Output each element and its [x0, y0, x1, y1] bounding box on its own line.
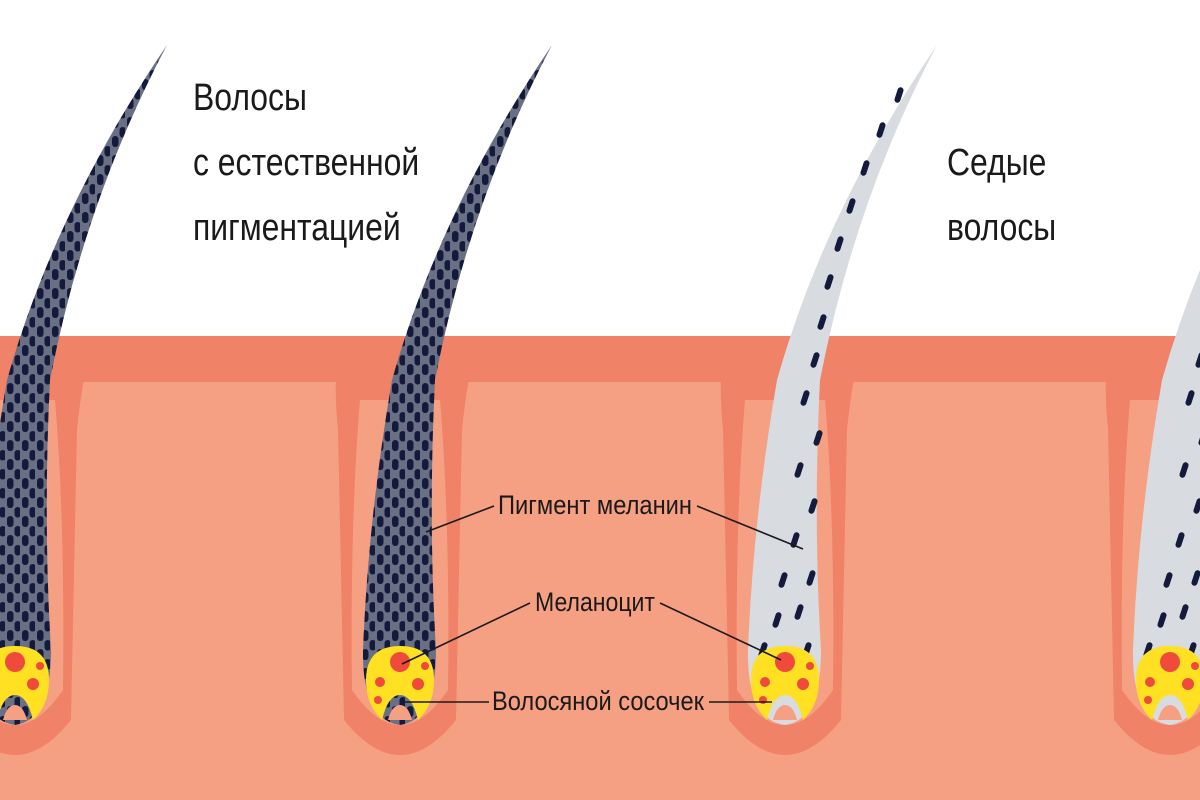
follicle-pigmented-left-melanocyte: [27, 678, 39, 690]
melanin-leader-left: [425, 505, 495, 533]
melanin-leader-right: [696, 505, 804, 550]
follicle-gray-right-melanocyte: [1145, 677, 1155, 687]
follicle-gray-granule: [794, 462, 804, 478]
follicle-gray-granule: [876, 122, 886, 138]
follicle-gray-right-granule: [1163, 572, 1173, 588]
follicle-gray-right-granule: [1179, 462, 1189, 478]
follicle-pigmented-left-melanocyte: [5, 652, 25, 672]
follicle-gray-melanocyte: [806, 662, 814, 670]
follicle-pigmented-left-hair-shaft: [0, 45, 167, 725]
follicle-pigmented-hair-shaft: [362, 45, 552, 725]
hair-papilla-label: Волосяной сосочек: [492, 686, 704, 716]
follicle-pigmented-melanocyte: [412, 678, 424, 690]
follicle-gray-right-papilla: [1136, 646, 1200, 720]
pigmented-hair-caption-line-1: Волосы: [193, 76, 307, 118]
follicle-gray-right-granule: [1191, 570, 1200, 586]
follicle-gray-granule: [824, 274, 834, 290]
follicle-gray-right-granule: [1195, 352, 1200, 368]
gray-hair-caption-line-2: волосы: [947, 206, 1056, 248]
follicle-gray-granule: [810, 352, 820, 368]
melanocyte-leader-right: [659, 602, 782, 661]
follicle-pigmented-melanocyte: [421, 662, 429, 670]
follicle-gray-right-melanocyte: [1191, 662, 1199, 670]
follicle-gray-right-granule: [1185, 390, 1195, 406]
follicle-gray-right-melanocyte: [1160, 652, 1180, 672]
follicle-gray-granule: [794, 604, 804, 620]
pigmented-hair-caption-line-3: пигментацией: [193, 206, 401, 248]
gray-hair-caption-line-1: Седые: [947, 141, 1046, 183]
follicle-gray-granule: [813, 430, 823, 446]
follicle-pigmented-left-melanocyte: [36, 662, 44, 670]
follicle-gray-granule: [778, 572, 788, 588]
follicle-gray-granule: [806, 570, 816, 586]
follicle-gray-granule: [817, 314, 827, 330]
follicle-gray-right-granule: [1193, 498, 1200, 514]
melanocyte-leader-left: [401, 602, 531, 665]
leader-lines: [401, 505, 804, 703]
melanin-pigment-label: Пигмент меланин: [498, 490, 692, 520]
pigmented-hair-caption-line-2: с естественной: [193, 141, 419, 183]
follicle-gray-right-papilla-core: [1158, 705, 1182, 720]
follicle-pigmented-melanocyte: [375, 677, 385, 687]
follicle-gray-right-granule: [1179, 604, 1189, 620]
follicle-gray-right-granule: [1175, 532, 1185, 548]
follicle-pigmented-papilla-core: [388, 705, 412, 720]
follicle-pigmented-melanocyte: [374, 696, 382, 704]
follicle-gray-melanocyte: [775, 652, 795, 672]
skin-inner-layer: [0, 382, 1200, 800]
follicle-gray-right-melanocyte: [1144, 696, 1152, 704]
follicle-pigmented-left-papilla-core: [3, 705, 27, 720]
follicle-gray-melanocyte: [797, 678, 809, 690]
follicle-gray-granule: [834, 236, 844, 252]
follicle-gray: [720, 45, 937, 755]
follicle-gray-granule: [772, 612, 782, 628]
follicle-gray-granule: [860, 160, 870, 176]
follicle-gray-right-melanocyte: [1182, 678, 1194, 690]
follicle-gray-hair-shaft: [747, 45, 937, 725]
follicle-gray-melanocyte: [760, 677, 770, 687]
follicle-gray-granule: [894, 87, 904, 103]
follicle-gray-granule: [808, 498, 818, 514]
follicle-gray-granule: [790, 532, 800, 548]
melanocyte-label: Меланоцит: [535, 587, 655, 617]
follicle-gray-granule: [846, 198, 856, 214]
hair-follicles: [0, 45, 1200, 755]
follicle-gray-papilla-core: [773, 705, 797, 720]
follicle-gray-granule: [800, 390, 810, 406]
follicle-pigmented: [335, 45, 552, 755]
follicle-pigmented-left: [0, 45, 167, 755]
follicle-gray-right: [1105, 270, 1200, 755]
follicle-gray-right-granule: [1157, 612, 1167, 628]
follicle-pigmented-melanocyte: [390, 652, 410, 672]
